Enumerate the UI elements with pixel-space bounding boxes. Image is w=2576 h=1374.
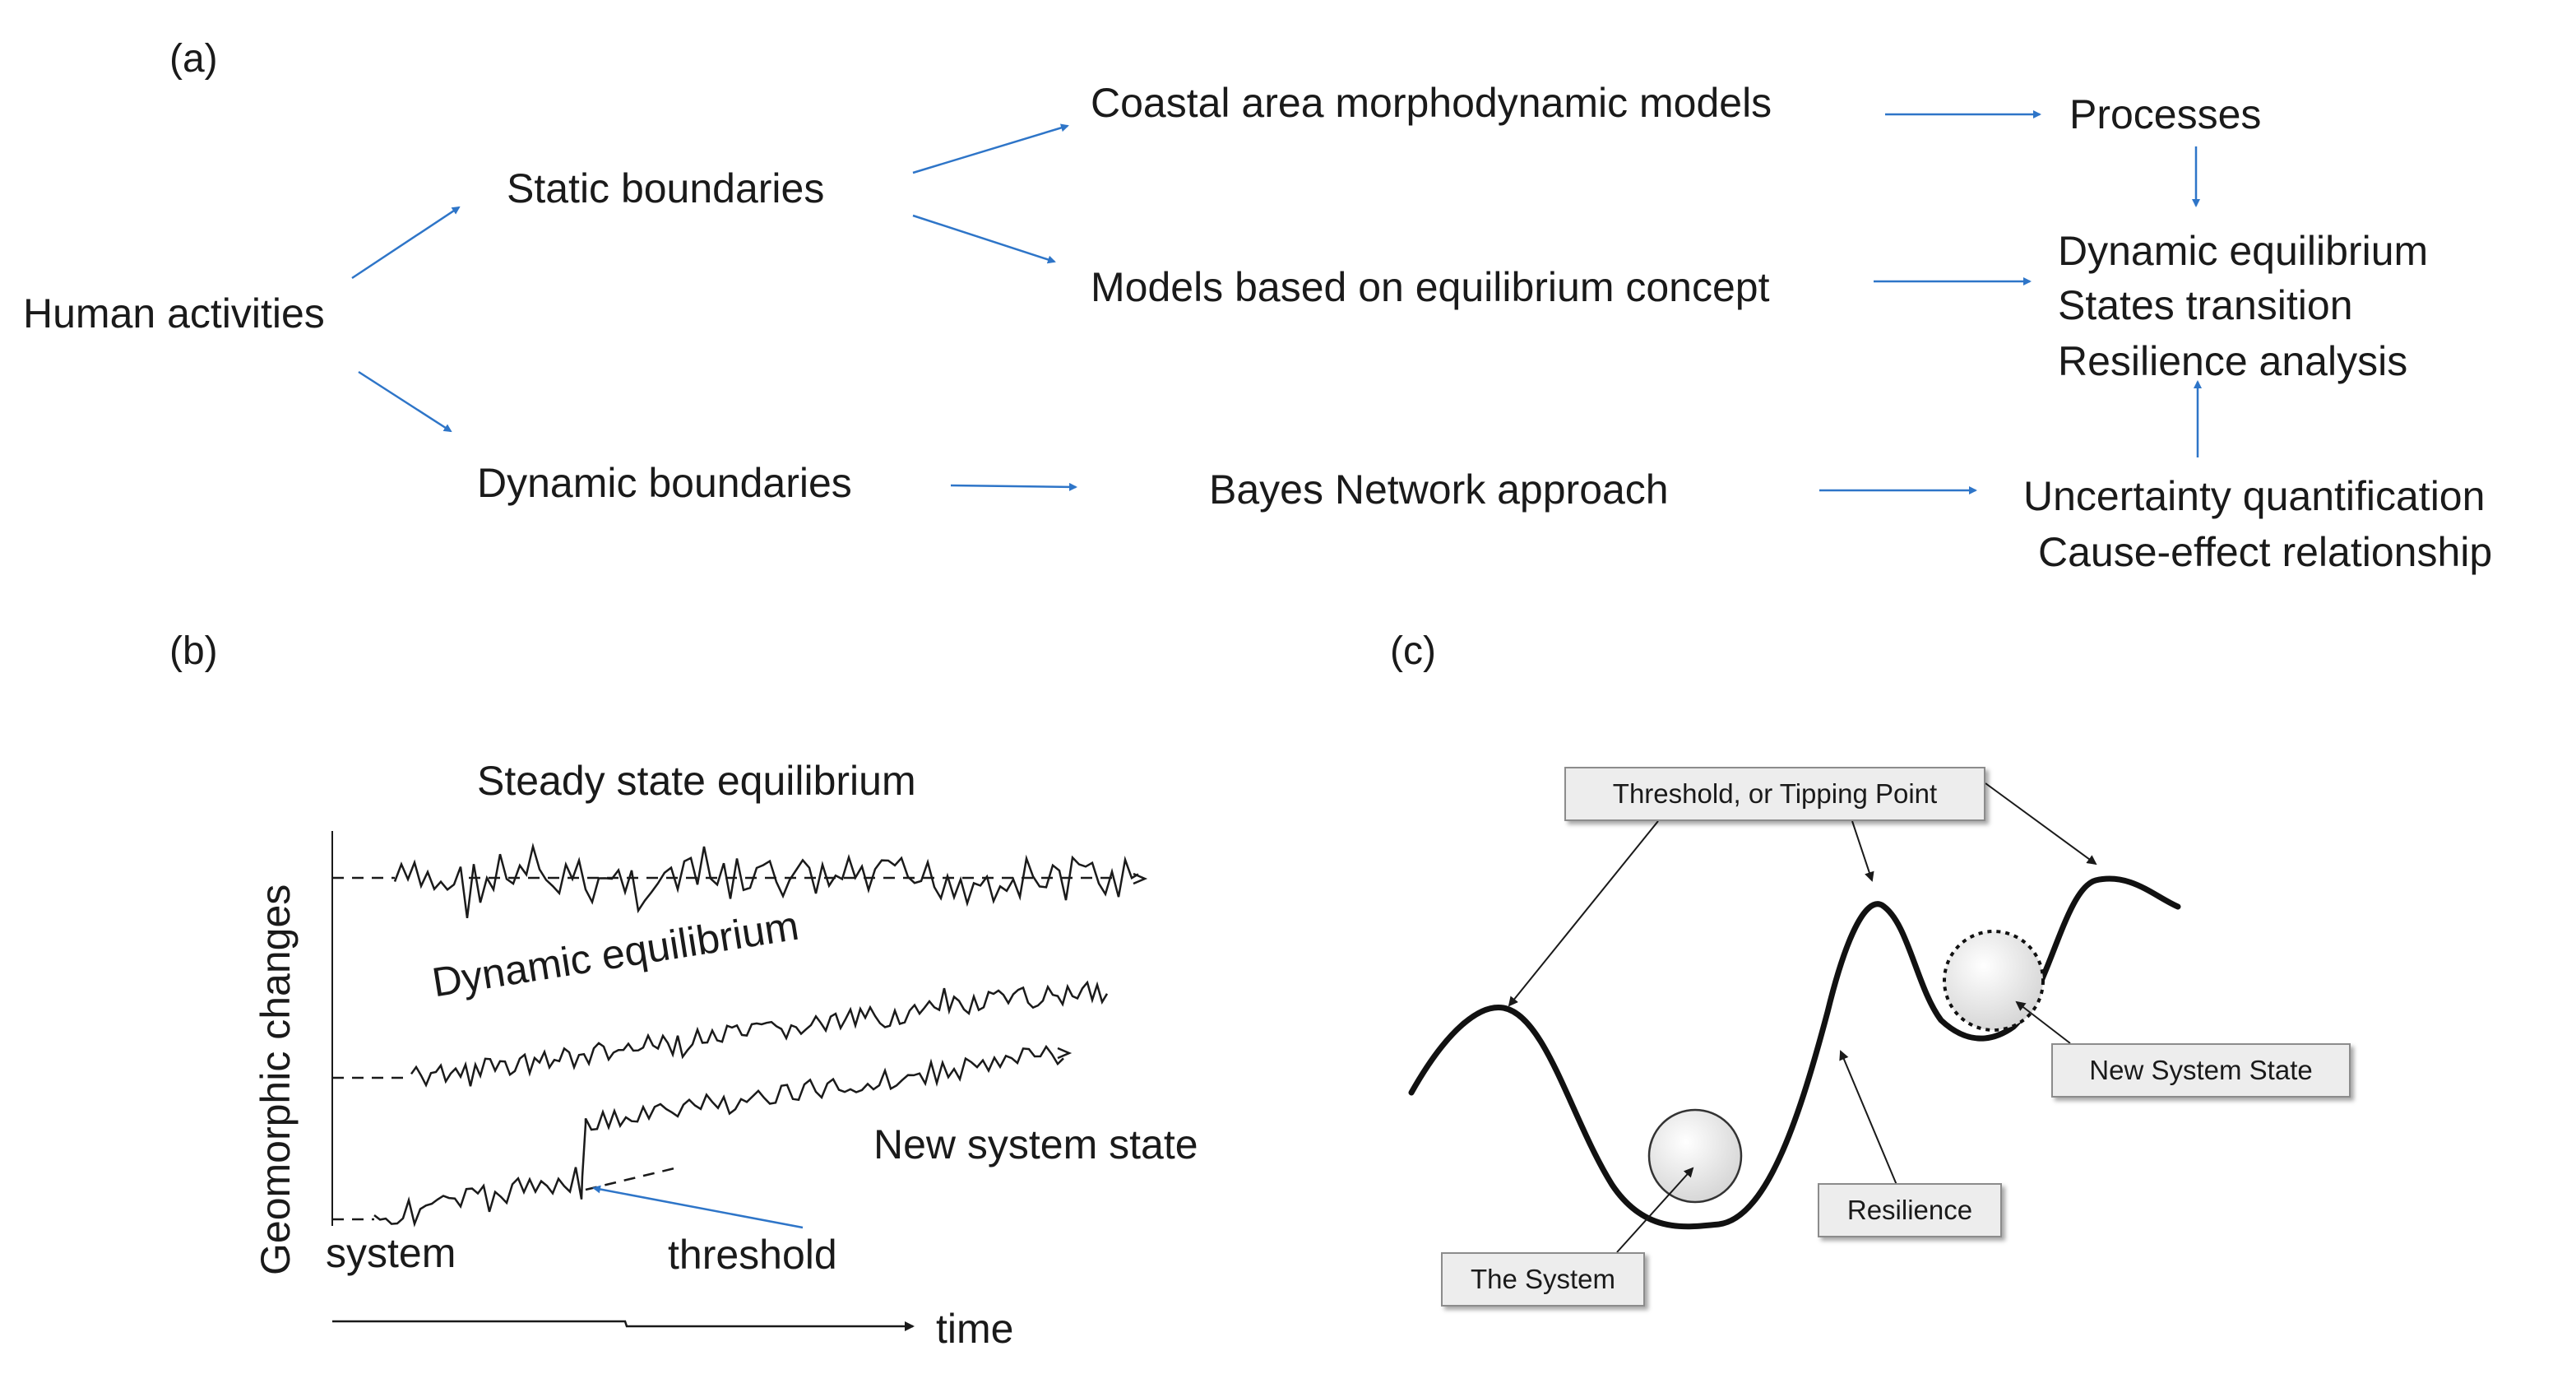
pointer-resilience (1839, 1050, 1897, 1186)
outcome-dynamic-equilibrium: Dynamic equilibrium (2058, 228, 2429, 274)
cause-effect-node: Cause-effect relationship (2038, 529, 2493, 575)
baselines (332, 876, 1119, 1221)
pointer-lines (1508, 782, 2097, 1253)
the-system-box: The System (1441, 1252, 1645, 1307)
arrow-human-to-dynamic (358, 370, 452, 433)
time-axis (332, 1320, 915, 1331)
dynamic-boundaries-node: Dynamic boundaries (477, 460, 852, 506)
resilience-text: Resilience (1846, 1195, 1973, 1225)
arrow-static-to-equilibrium (912, 214, 1056, 264)
pointer-tipping-right (1985, 782, 2097, 866)
arrow-human-to-static (351, 206, 461, 280)
the-system-text: The System (1470, 1264, 1616, 1294)
threshold-label: threshold (668, 1232, 837, 1278)
steady-state-label: Steady state equilibrium (477, 758, 916, 804)
outcome-states-transition: States transition (2058, 282, 2353, 328)
human-activities-node: Human activities (23, 290, 325, 337)
dynamic-equilibrium-series (410, 980, 1109, 1088)
static-boundaries-node: Static boundaries (507, 165, 825, 211)
new-state-arrowhead (1057, 1047, 1073, 1060)
processes-node: Processes (2069, 91, 2262, 137)
new-state-ball (1943, 930, 2045, 1032)
panel-c-label: (c) (1390, 629, 1436, 673)
threshold-extension (585, 1167, 675, 1191)
landscape-curve (1408, 875, 2181, 1230)
tipping-point-box: Threshold, or Tipping Point (1564, 767, 1985, 821)
outcome-resilience-analysis: Resilience analysis (2058, 338, 2408, 384)
system-label: system (326, 1230, 456, 1276)
threshold-pointer-arrow (592, 1185, 804, 1229)
steady-arrowhead (1133, 872, 1148, 885)
new-system-state-text: New System State (2089, 1055, 2313, 1085)
uncertainty-node: Uncertainty quantification (2023, 473, 2486, 519)
pointer-system (1616, 1167, 1694, 1253)
panel-b-graphics (331, 831, 1148, 1331)
steady-state-series (393, 842, 1139, 919)
arrow-dynamic-to-bayes (950, 482, 1077, 491)
equilibrium-models-node: Models based on equilibrium concept (1091, 264, 1770, 310)
panel-a-label: (a) (169, 37, 218, 81)
panel-b-label: (b) (169, 629, 218, 673)
arrow-static-to-coastal (912, 123, 1069, 174)
flow-arrows (351, 110, 2202, 494)
coastal-models-node: Coastal area morphodynamic models (1091, 80, 1772, 126)
y-axis-label: Geomorphic changes (253, 884, 299, 1275)
pointer-tipping-left (1508, 820, 1659, 1007)
system-ball (1647, 1108, 1743, 1204)
new-system-state-series (373, 1044, 1064, 1228)
tipping-point-text: Threshold, or Tipping Point (1612, 778, 1938, 809)
pointer-new-state (2015, 1000, 2071, 1044)
resilience-box: Resilience (1818, 1183, 2002, 1237)
new-system-state-box: New System State (2051, 1043, 2351, 1098)
new-system-state-label: New system state (873, 1121, 1198, 1167)
panel-c-graphics (1408, 782, 2181, 1253)
x-axis-label: time (936, 1306, 1014, 1352)
bayes-network-node: Bayes Network approach (1209, 467, 1669, 513)
pointer-tipping-middle (1851, 820, 1874, 882)
